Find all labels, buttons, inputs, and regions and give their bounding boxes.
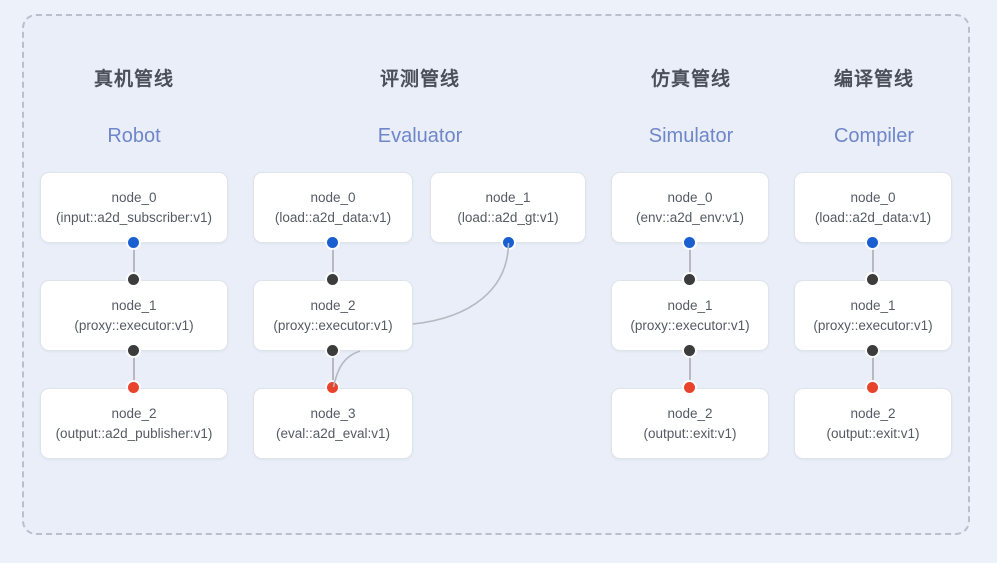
node-robot-1[interactable]: node_1 (proxy::executor:v1) [40, 280, 228, 351]
node-name: node_0 [111, 189, 157, 205]
column-title-cn-compiler: 编译管线 [833, 69, 914, 90]
node-type: (input::a2d_subscriber:v1) [55, 209, 213, 225]
node-name: node_3 [310, 405, 356, 421]
edge-compiler-0-1 [872, 240, 874, 282]
node-evaluator-2[interactable]: node_2 (proxy::executor:v1) [253, 280, 413, 351]
node-name: node_2 [667, 405, 713, 421]
node-type: (proxy::executor:v1) [813, 317, 933, 333]
node-simulator-2[interactable]: node_2 (output::exit:v1) [611, 388, 769, 459]
port-dot-input-compiler-1[interactable] [867, 274, 878, 285]
node-type: (env::a2d_env:v1) [635, 209, 745, 225]
node-name: node_2 [850, 405, 896, 421]
node-name: node_0 [667, 189, 713, 205]
node-type: (load::a2d_data:v1) [274, 209, 392, 225]
edge-compiler-1-2 [872, 348, 874, 390]
node-type: (output::exit:v1) [643, 425, 737, 441]
node-type: (proxy::executor:v1) [273, 317, 393, 333]
node-evaluator-1[interactable]: node_1 (load::a2d_gt:v1) [430, 172, 586, 243]
edge-simulator-1-2 [689, 348, 691, 390]
node-robot-2[interactable]: node_2 (output::a2d_publisher:v1) [40, 388, 228, 459]
node-type: (proxy::executor:v1) [630, 317, 750, 333]
port-dot-input-simulator-1[interactable] [684, 274, 695, 285]
node-type: (proxy::executor:v1) [74, 317, 194, 333]
column-title-en-simulator: Simulator [648, 125, 734, 147]
port-dot-input-robot-1[interactable] [128, 274, 139, 285]
node-name: node_0 [850, 189, 896, 205]
node-compiler-1[interactable]: node_1 (proxy::executor:v1) [794, 280, 952, 351]
node-name: node_1 [485, 189, 531, 205]
column-title-cn-evaluator: 评测管线 [379, 69, 460, 90]
port-dot-output-simulator-1[interactable] [684, 345, 695, 356]
port-dot-output-evaluator-0[interactable] [327, 237, 338, 248]
edge-evaluator-0-2 [332, 240, 334, 282]
port-dot-input-robot-2[interactable] [128, 382, 139, 393]
node-name: node_1 [850, 297, 896, 313]
port-dot-output-simulator-0[interactable] [684, 237, 695, 248]
node-type: (output::exit:v1) [826, 425, 920, 441]
node-name: node_0 [310, 189, 356, 205]
column-title-en-robot: Robot [107, 125, 161, 147]
column-title-en-compiler: Compiler [833, 125, 915, 147]
port-dot-input-evaluator-3[interactable] [327, 382, 338, 393]
node-simulator-1[interactable]: node_1 (proxy::executor:v1) [611, 280, 769, 351]
node-simulator-0[interactable]: node_0 (env::a2d_env:v1) [611, 172, 769, 243]
edge-robot-1-2 [133, 348, 135, 390]
node-robot-0[interactable]: node_0 (input::a2d_subscriber:v1) [40, 172, 228, 243]
edge-robot-0-1 [133, 240, 135, 282]
node-name: node_2 [111, 405, 157, 421]
node-evaluator-3[interactable]: node_3 (eval::a2d_eval:v1) [253, 388, 413, 459]
node-name: node_2 [310, 297, 356, 313]
port-dot-output-compiler-1[interactable] [867, 345, 878, 356]
port-dot-output-evaluator-2[interactable] [327, 345, 338, 356]
node-compiler-0[interactable]: node_0 (load::a2d_data:v1) [794, 172, 952, 243]
node-type: (load::a2d_data:v1) [814, 209, 932, 225]
node-name: node_1 [667, 297, 713, 313]
node-compiler-2[interactable]: node_2 (output::exit:v1) [794, 388, 952, 459]
column-title-cn-robot: 真机管线 [93, 69, 174, 90]
node-name: node_1 [111, 297, 157, 313]
node-type: (output::a2d_publisher:v1) [55, 425, 213, 441]
node-evaluator-0[interactable]: node_0 (load::a2d_data:v1) [253, 172, 413, 243]
port-dot-input-compiler-2[interactable] [867, 382, 878, 393]
port-dot-output-compiler-0[interactable] [867, 237, 878, 248]
port-dot-output-robot-1[interactable] [128, 345, 139, 356]
port-dot-output-robot-0[interactable] [128, 237, 139, 248]
port-dot-input-evaluator-2[interactable] [327, 274, 338, 285]
column-title-cn-simulator: 仿真管线 [650, 69, 731, 90]
port-dot-input-simulator-2[interactable] [684, 382, 695, 393]
node-type: (eval::a2d_eval:v1) [275, 425, 391, 441]
edge-simulator-0-1 [689, 240, 691, 282]
column-title-en-evaluator: Evaluator [377, 125, 463, 147]
node-type: (load::a2d_gt:v1) [457, 209, 559, 225]
port-dot-output-evaluator-1[interactable] [503, 237, 514, 248]
